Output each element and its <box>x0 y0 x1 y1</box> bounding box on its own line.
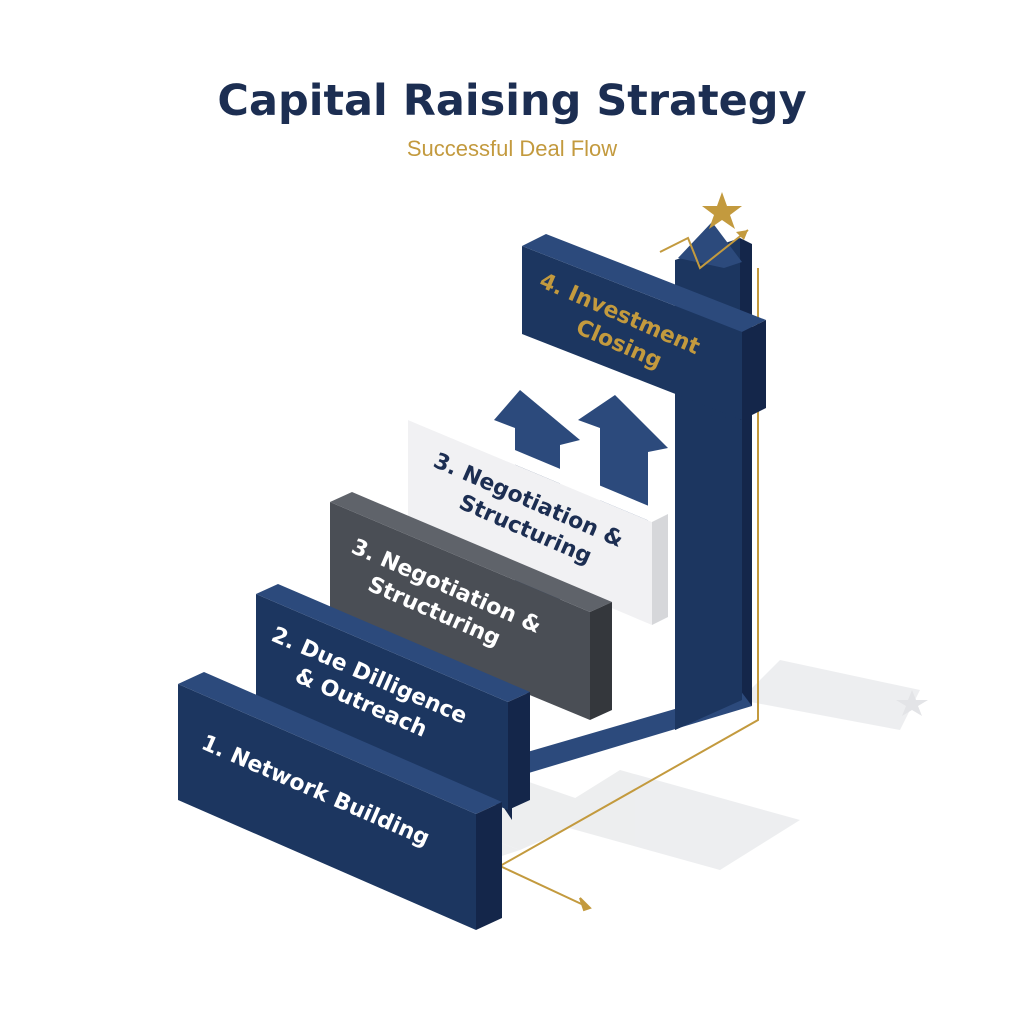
step-4-block <box>522 234 766 730</box>
step-3a-block <box>330 492 612 720</box>
star-icon-shadow <box>896 690 928 716</box>
star-icon <box>702 192 742 229</box>
growth-arrow-icon <box>659 222 749 270</box>
step-1-block <box>178 672 502 930</box>
baseline-arrows <box>497 268 759 912</box>
step-2-block <box>256 584 530 810</box>
page-title: Capital Raising Strategy <box>217 76 807 126</box>
step-3b-block <box>408 412 668 625</box>
page-subtitle: Successful Deal Flow <box>406 136 618 161</box>
